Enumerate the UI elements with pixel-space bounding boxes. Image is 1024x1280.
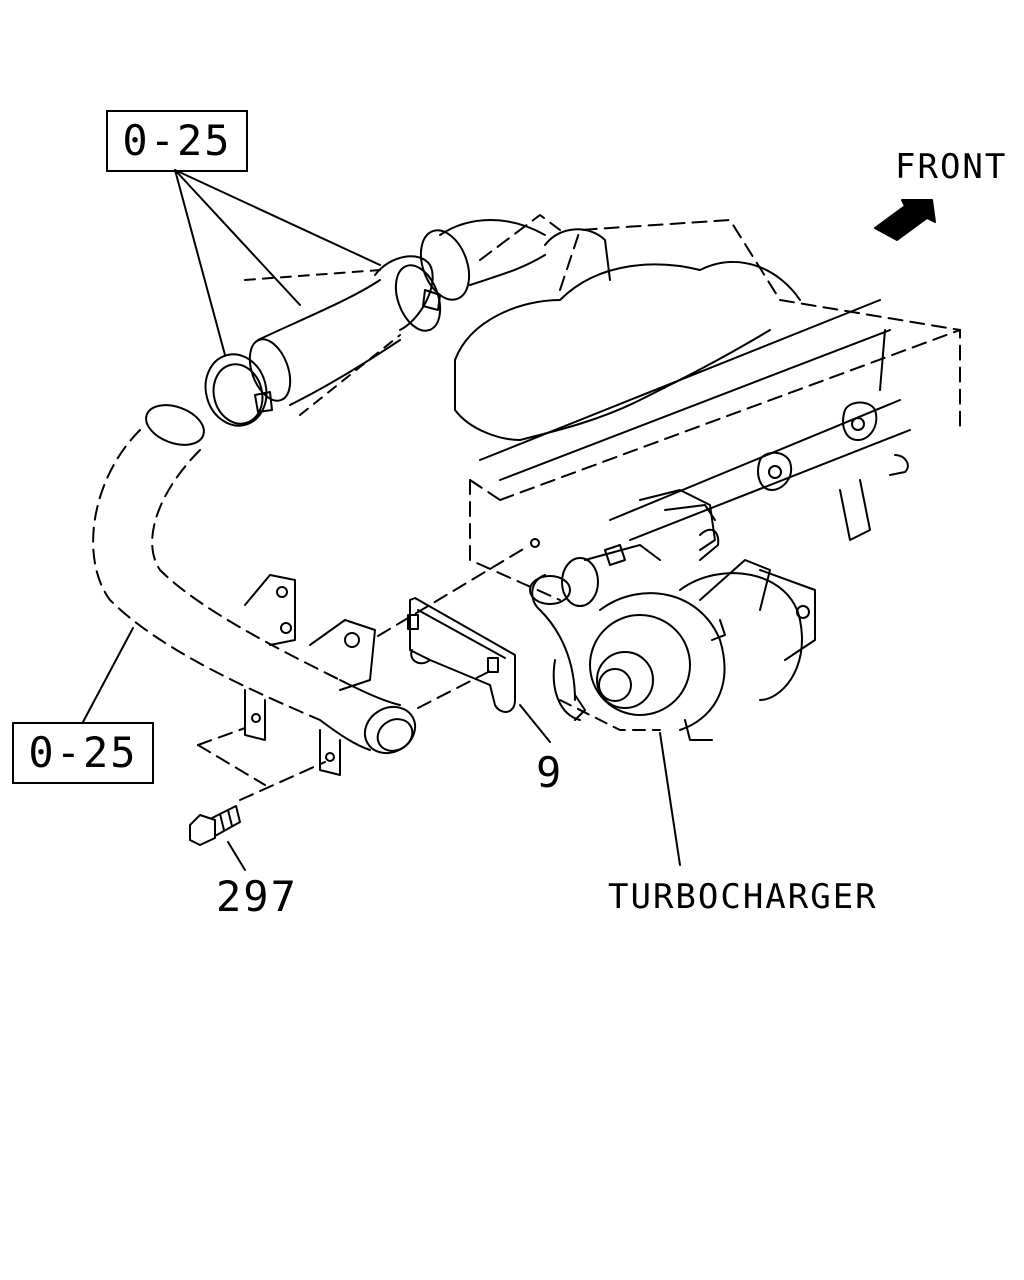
mounting-hole bbox=[530, 538, 540, 548]
gasket-plate bbox=[407, 597, 516, 713]
reference-code-top: 0-25 bbox=[106, 110, 248, 172]
part-number-297: 297 bbox=[216, 872, 298, 921]
turbocharger-label: TURBOCHARGER bbox=[608, 877, 878, 917]
front-direction-label: FRONT bbox=[895, 147, 1008, 187]
intake-pipe bbox=[92, 404, 417, 755]
turbocharger-assembly bbox=[529, 489, 816, 741]
reference-code-bottom: 0-25 bbox=[12, 722, 154, 784]
front-direction-arrow-icon bbox=[874, 199, 936, 241]
engine-block-detail bbox=[454, 228, 911, 541]
pipe-bracket-lower bbox=[244, 689, 341, 776]
part-number-9: 9 bbox=[536, 748, 564, 797]
upper-intake-hose bbox=[248, 219, 546, 406]
leader-lines bbox=[82, 169, 681, 871]
bolt bbox=[189, 805, 241, 846]
assembly-guide-lines bbox=[197, 269, 526, 801]
pipe-bracket-upper bbox=[244, 574, 376, 691]
engine-block-outline bbox=[469, 214, 961, 601]
hose-clamp bbox=[204, 353, 273, 427]
